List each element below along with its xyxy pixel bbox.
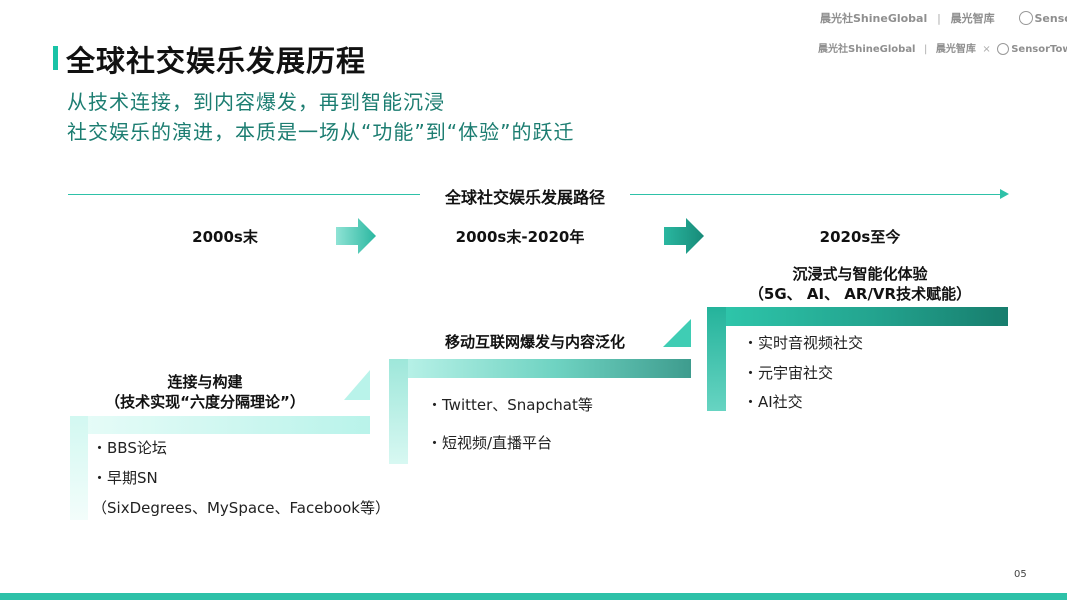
subtitle-line-1: 从技术连接，到内容爆发，再到智能沉浸 <box>67 90 445 114</box>
stage-3-title: 沉浸式与智能化体验 （5G、 AI、 AR/VR技术赋能） <box>748 265 972 303</box>
step-1-riser <box>70 416 88 520</box>
step-2-bar <box>389 359 691 378</box>
timeline-arrowhead <box>1000 189 1009 199</box>
logo-row-bottom: 晨光社ShineGlobal | 晨光智库 × SensorTower <box>818 40 1067 55</box>
page-title: 全球社交娱乐发展历程 <box>66 44 367 78</box>
stage-2-item-1: ・Twitter、Snapchat等 <box>427 396 593 414</box>
step-1-bar <box>70 416 370 434</box>
stage-2-title: 移动互联网爆发与内容泛化 <box>444 333 625 351</box>
stage-1-item-2: ・早期SN <box>92 469 158 487</box>
period-arrow-1 <box>336 218 376 254</box>
step-2-corner <box>663 319 691 347</box>
stage-3-item-2: ・元宇宙社交 <box>743 364 834 382</box>
period-3: 2020s至今 <box>819 228 901 246</box>
stage-3-item-3: ・AI社交 <box>743 393 803 411</box>
sensortower-logo: SensorTower <box>997 43 1067 55</box>
think-tank-logo: 晨光智库 <box>950 12 995 25</box>
timeline-label: 全球社交娱乐发展路径 <box>420 184 630 208</box>
step-2-riser <box>389 359 408 464</box>
step-3-bar <box>707 307 1008 326</box>
shineglobal-logo: 晨光社ShineGlobal <box>820 12 928 25</box>
page-number: 05 <box>1014 569 1027 580</box>
stage-1-item-3: （SixDegrees、MySpace、Facebook等） <box>92 499 390 517</box>
stage-2-item-2: ・短视频/直播平台 <box>427 434 553 452</box>
think-tank-logo: 晨光智库 <box>935 44 976 55</box>
sensortower-logo: SensorTower <box>1018 11 1067 25</box>
stage-3-item-1: ・实时音视频社交 <box>743 334 864 352</box>
title-accent-bar <box>53 46 58 70</box>
step-1-corner <box>344 370 370 400</box>
sensortower-icon <box>997 43 1010 55</box>
period-1: 2000s末 <box>192 228 258 246</box>
stage-1-item-1: ・BBS论坛 <box>92 439 167 457</box>
shineglobal-logo: 晨光社ShineGlobal <box>818 44 916 55</box>
subtitle-line-2: 社交娱乐的演进，本质是一场从“功能”到“体验”的跃迁 <box>67 120 575 144</box>
stage-1-title: 连接与构建 （技术实现“六度分隔理论”） <box>105 373 305 411</box>
bottom-accent-bar <box>0 593 1067 600</box>
step-3-riser <box>707 307 726 411</box>
period-arrow-2 <box>664 218 704 254</box>
logo-row-top: 晨光社ShineGlobal | 晨光智库 SensorTower <box>820 10 1067 26</box>
sensortower-icon <box>1018 11 1033 25</box>
period-2: 2000s末-2020年 <box>455 228 585 246</box>
